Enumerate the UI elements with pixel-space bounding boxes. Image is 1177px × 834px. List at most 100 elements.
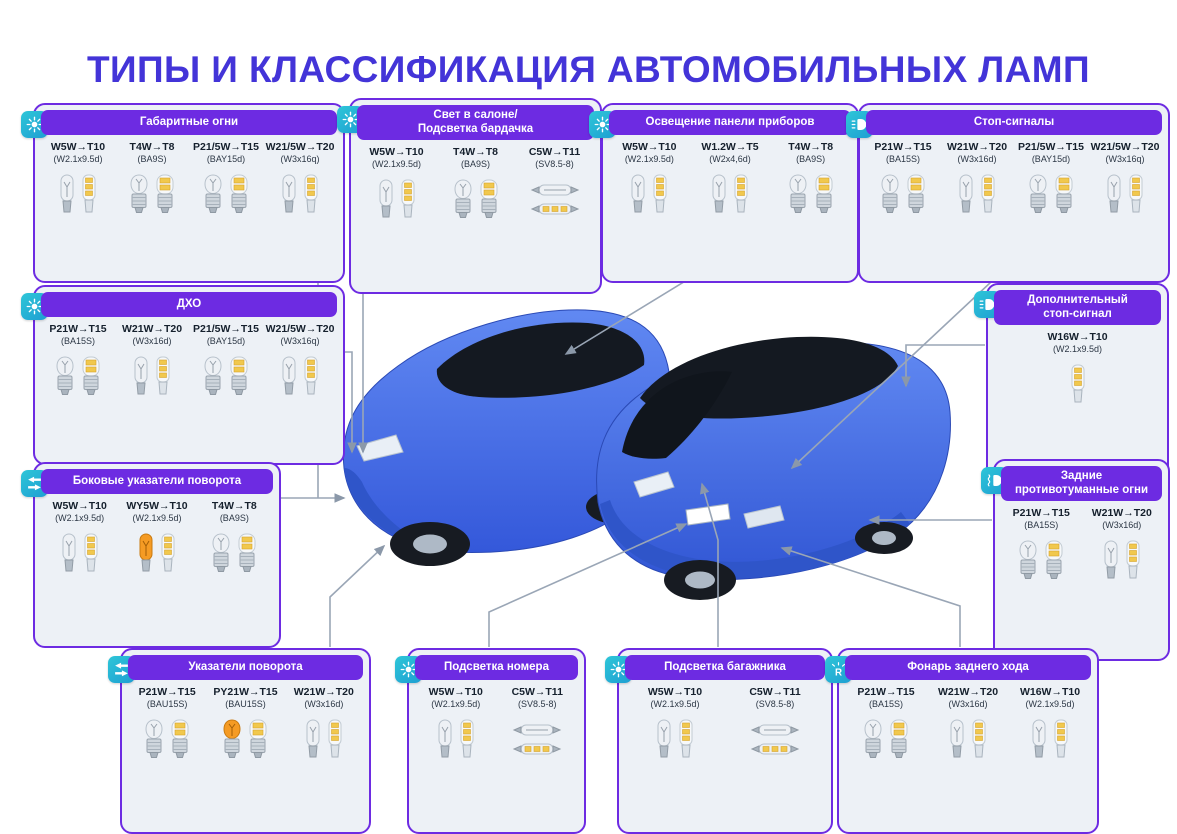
lamp-spec: PY21W→T15(BAU15S) xyxy=(206,686,284,764)
lamp-name: W5W→T10 xyxy=(50,141,106,153)
lamp-base: (W2.1x9.5d) xyxy=(55,513,105,523)
incandescent-bulb-image xyxy=(139,533,153,572)
card-parking-lights: Габаритные огни W5W→T10(W2.1x9.5d) T4W→T… xyxy=(21,103,345,283)
lamp-spec: W21W→T20(W3x16d) xyxy=(1082,507,1163,585)
incandescent-bulb-image xyxy=(1107,174,1121,213)
led-bulb-image xyxy=(82,356,100,395)
led-bulb-image xyxy=(401,179,414,218)
tail-light-right xyxy=(743,505,785,529)
incandescent-bulb-image xyxy=(145,719,163,758)
incandescent-bulb-image xyxy=(631,174,645,213)
bulb-images xyxy=(263,169,337,219)
lamp-list: P21W→T15(BA15S) W21W→T20(W3x16d) W16W→T1… xyxy=(845,686,1091,764)
incandescent-bulb-image xyxy=(306,719,320,758)
card-title: Подсветка номера xyxy=(415,655,578,680)
bulb-images xyxy=(1001,535,1082,585)
car-rear-view xyxy=(596,336,951,600)
lamp-name: W5W→T10 xyxy=(622,141,677,153)
lamp-name: T4W→T8 xyxy=(788,141,834,153)
lamp-spec: C5W→T11(SV8.5-8) xyxy=(497,686,579,764)
lamp-base: (BA9S) xyxy=(460,159,490,169)
led-bulb-image xyxy=(304,174,318,213)
lamp-base: (SV8.5-8) xyxy=(535,159,574,169)
lamp-base: (BAU15S) xyxy=(146,699,188,709)
led-bulb-image xyxy=(1055,174,1073,213)
lamp-base: (BAY15d) xyxy=(206,336,246,346)
bulb-images xyxy=(263,351,337,401)
lamp-spec: W21/5W→T20(W3x16q) xyxy=(1088,141,1162,219)
incandescent-bulb-image xyxy=(282,174,296,213)
lamp-spec: W5W→T10(W2.1x9.5d) xyxy=(625,686,725,764)
bulb-images xyxy=(515,174,594,224)
lamp-name: P21W→T15 xyxy=(874,141,932,153)
lamp-name: W16W→T10 xyxy=(1047,331,1108,343)
bulb-images xyxy=(436,174,515,224)
lamp-spec: W21/5W→T20(W3x16q) xyxy=(263,141,337,219)
lamp-list: P21W→T15(BA15S) W21W→T20(W3x16d) xyxy=(1001,507,1162,585)
incandescent-bulb-image xyxy=(1104,540,1118,579)
led-bulb-image xyxy=(230,174,248,213)
card-drl: ДХО P21W→T15(BA15S) W21W→T20(W3x16d) P21… xyxy=(21,285,345,465)
incandescent-bulb-image xyxy=(438,719,452,758)
lamp-name: P21W→T15 xyxy=(857,686,915,698)
lamp-list: P21W→T15(BA15S) W21W→T20(W3x16d) P21/5W→… xyxy=(41,323,337,401)
lamp-spec: W5W→T10(W2.1x9.5d) xyxy=(415,686,497,764)
lamp-spec: P21W→T15(BA15S) xyxy=(41,323,115,401)
incandescent-bulb-image xyxy=(56,356,74,395)
lamp-name: W21W→T20 xyxy=(937,686,999,698)
bulb-images xyxy=(927,714,1009,764)
card-trunk-light: Подсветка багажника W5W→T10(W2.1x9.5d) C… xyxy=(605,648,833,834)
led-festoon-image xyxy=(750,743,800,754)
lamp-base: (W3x16d) xyxy=(948,699,988,709)
bulb-images xyxy=(41,169,115,219)
led-bulb-image xyxy=(238,533,256,572)
bulb-images xyxy=(115,351,189,401)
lamp-base: (W2.1x9.5d) xyxy=(132,513,182,523)
bulb-images xyxy=(625,714,725,764)
lamp-list: W16W→T10(W2.1x9.5d) xyxy=(994,331,1161,409)
lamp-spec: C5W→T11(SV8.5-8) xyxy=(725,686,825,764)
led-bulb-image xyxy=(653,174,667,213)
incandescent-bulb-image xyxy=(204,174,222,213)
bulb-images xyxy=(189,351,263,401)
incandescent-bulb-image xyxy=(657,719,671,758)
led-bulb-image xyxy=(480,179,497,218)
lamp-base: (W2.1x9.5d) xyxy=(1052,344,1103,354)
lamp-base: (BA15S) xyxy=(868,699,903,709)
tail-light-left xyxy=(633,471,675,498)
lamp-spec: W5W→T10(W2.1x9.5d) xyxy=(357,146,436,224)
lamp-name: W5W→T10 xyxy=(428,686,483,698)
lamp-spec: P21W→T15(BA15S) xyxy=(1001,507,1082,585)
lamp-name: P21W→T15 xyxy=(138,686,196,698)
card-title: Свет в салоне/ Подсветка бардачка xyxy=(357,105,594,140)
lamp-spec: P21W→T15(BA15S) xyxy=(845,686,927,764)
lamp-base: (W2.1x9.5d) xyxy=(371,159,422,169)
lamp-spec: W16W→T10(W2.1x9.5d) xyxy=(994,331,1161,409)
bulb-images xyxy=(1082,535,1163,585)
infographic-canvas: { "title": "ТИПЫ И КЛАССИФИКАЦИЯ АВТОМОБ… xyxy=(21,48,1170,834)
card-title: Фонарь заднего хода xyxy=(845,655,1091,680)
lamp-base: (W2.1x9.5d) xyxy=(53,154,103,164)
bulb-images xyxy=(115,169,189,219)
lamp-spec: W5W→T10(W2.1x9.5d) xyxy=(609,141,690,219)
lamp-base: (BAY15d) xyxy=(206,154,246,164)
led-bulb-image xyxy=(249,719,267,758)
bulb-images xyxy=(285,714,363,764)
lamp-spec: P21/5W→T15(BAY15d) xyxy=(1014,141,1088,219)
page-title: ТИПЫ И КЛАССИФИКАЦИЯ АВТОМОБИЛЬНЫХ ЛАМП xyxy=(87,48,1090,90)
connector-license xyxy=(488,523,688,647)
bulb-images xyxy=(1014,169,1088,219)
windshield-roof-glass xyxy=(436,322,645,398)
incandescent-bulb-image xyxy=(204,356,222,395)
lamp-list: W5W→T10(W2.1x9.5d) C5W→T11(SV8.5-8) xyxy=(625,686,825,764)
led-bulb-image xyxy=(972,719,986,758)
bulb-images xyxy=(609,169,690,219)
lamp-base: (W2.1x9.5d) xyxy=(431,699,481,709)
lamp-name: C5W→T11 xyxy=(511,686,563,698)
rear-wheel xyxy=(586,490,648,524)
card-title: ДХО xyxy=(41,292,337,317)
card-title: Освещение панели приборов xyxy=(609,110,851,135)
led-bulb-image xyxy=(679,719,693,758)
bulb-images xyxy=(41,528,118,578)
lamp-list: W5W→T10(W2.1x9.5d) C5W→T11(SV8.5-8) xyxy=(415,686,578,764)
